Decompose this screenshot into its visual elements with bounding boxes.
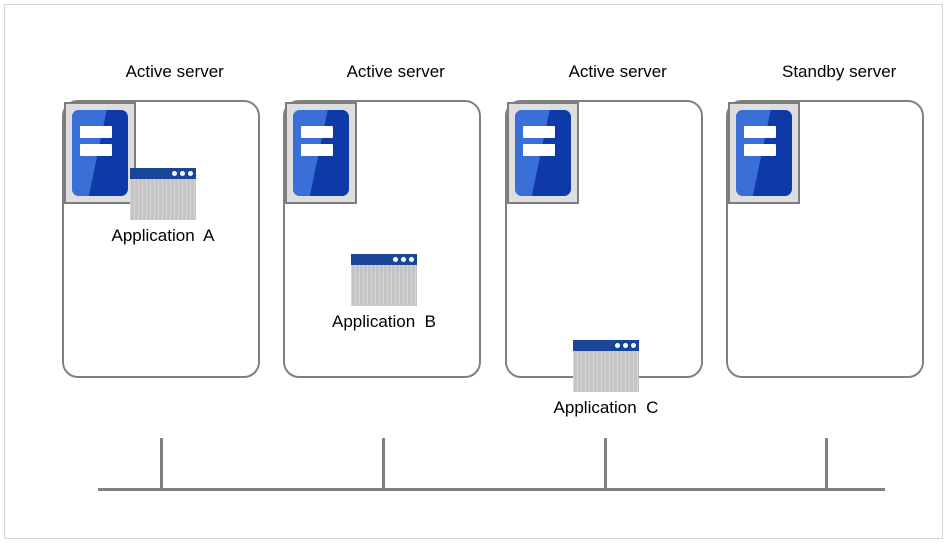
server-icon-bar-bottom — [522, 144, 556, 156]
server-role-label-1: Active server — [125, 62, 224, 81]
server-icon-bar-top — [300, 126, 334, 138]
server-icon — [728, 102, 800, 204]
server-role-label-3: Active server — [568, 62, 667, 81]
network-connector-2 — [382, 438, 385, 490]
network-connector-4 — [825, 438, 828, 490]
app-window-dot — [172, 171, 177, 176]
server-icon-bar-bottom — [79, 144, 113, 156]
app-window-titlebar — [130, 168, 196, 179]
server-role-label-4: Standby server — [782, 62, 897, 81]
network-connector-1 — [160, 438, 163, 490]
server-column-2: Active server Server 2 Applicatio — [283, 34, 481, 378]
server-icon-body — [515, 110, 571, 196]
network-bus-bar — [98, 488, 885, 491]
app-window-dot — [631, 343, 636, 348]
application-label-b: Application B — [332, 312, 436, 331]
application-label-a: Application A — [111, 226, 215, 245]
server-icon-bar-bottom — [743, 144, 777, 156]
network-connector-3 — [604, 438, 607, 490]
server-icon — [507, 102, 579, 204]
app-window-titlebar — [573, 340, 639, 351]
server-panel-1[interactable]: Application A — [62, 100, 260, 378]
server-icon — [285, 102, 357, 204]
server-icon-bar-top — [522, 126, 556, 138]
server-icon-bar-bottom — [300, 144, 334, 156]
app-window-dot — [409, 257, 414, 262]
app-window-dot — [401, 257, 406, 262]
app-window-icon[interactable] — [573, 340, 639, 392]
server-column-4: Standby server Server 4 — [726, 34, 924, 378]
server-panel-3[interactable]: Application C — [505, 100, 703, 417]
server-icon-bar-top — [743, 126, 777, 138]
app-window-dot — [180, 171, 185, 176]
server-icon-bar-top — [79, 126, 113, 138]
application-label-c: Application C — [553, 398, 659, 417]
server-icon-body — [736, 110, 792, 196]
server-column-1: Active server Server 1 Applicatio — [62, 34, 260, 378]
server-column-3: Active server Server 3 Applicatio — [505, 34, 703, 417]
server-icon-body — [72, 110, 128, 196]
application-group-a: Application A — [84, 168, 242, 248]
application-group-c: Application C — [527, 340, 685, 420]
app-window-icon[interactable] — [130, 168, 196, 220]
server-icon — [64, 102, 136, 204]
server-role-label-2: Active server — [346, 62, 445, 81]
app-window-dot — [623, 343, 628, 348]
application-group-b: Application B — [305, 254, 463, 334]
app-window-dot — [615, 343, 620, 348]
app-window-titlebar — [351, 254, 417, 265]
server-panel-4[interactable] — [726, 100, 924, 378]
server-panel-2[interactable]: Application B — [283, 100, 481, 378]
server-icon-body — [293, 110, 349, 196]
app-window-dot — [393, 257, 398, 262]
app-window-dot — [188, 171, 193, 176]
app-window-icon[interactable] — [351, 254, 417, 306]
